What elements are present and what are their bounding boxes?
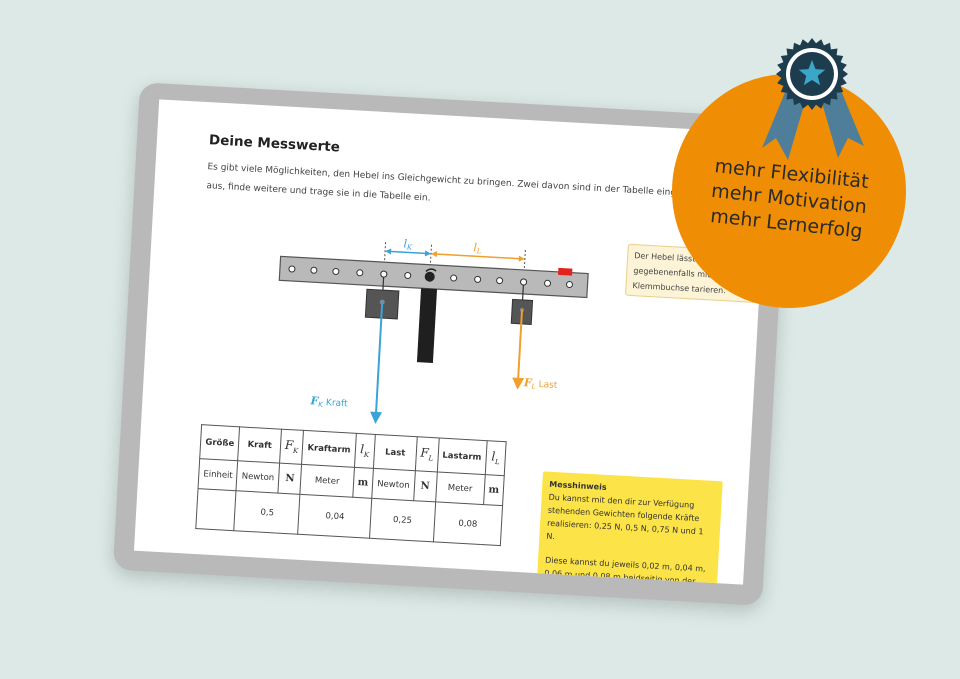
col-lk-symbol: lK: [353, 433, 376, 469]
col-fl-symbol: FL: [414, 436, 439, 472]
svg-text:lL: lL: [473, 241, 482, 255]
value-kraft-cell[interactable]: 0,5: [234, 490, 301, 535]
beam-hole: [288, 265, 296, 273]
beam-hole: [450, 274, 458, 282]
col-last: Last: [373, 434, 417, 471]
col-ll-symbol: lL: [484, 440, 507, 476]
beam-hole: [474, 275, 482, 283]
ll-dimension: lL: [431, 241, 526, 271]
row-header-label: Größe: [199, 424, 240, 461]
worksheet-screen: Deine Messwerte Es gibt viele Möglichkei…: [133, 99, 769, 585]
measurement-hint-note: Messhinweis Du kannst mit den dir zur Ve…: [536, 471, 723, 585]
unit-kraft: Newton: [236, 460, 280, 494]
beam-hole: [332, 267, 340, 275]
beam-hole: [496, 277, 504, 285]
col-kraftarm: Kraftarm: [302, 430, 356, 468]
intro-text: Es gibt viele Möglichkeiten, den Hebel i…: [206, 158, 747, 226]
beam-hole: [310, 266, 318, 274]
value-kraftarm-cell[interactable]: 0,04: [298, 494, 372, 539]
ll-sub: L: [476, 247, 482, 255]
tare-marker: [558, 267, 573, 276]
lk-label: l: [403, 237, 408, 250]
col-lastarm: Lastarm: [436, 437, 487, 475]
beam-hole: [544, 279, 552, 287]
last-arrow: [512, 309, 525, 390]
note-paragraph-1: Du kannst mit den dir zur Verfügung steh…: [546, 492, 704, 542]
unit-ll: m: [483, 474, 505, 506]
lk-sub: K: [406, 243, 413, 251]
page-title: Deine Messwerte: [208, 132, 341, 156]
value-lastarm-cell[interactable]: 0,08: [433, 501, 503, 546]
value-last-cell[interactable]: 0,25: [369, 498, 436, 542]
tablet-device: Deine Messwerte Es gibt viele Möglichkei…: [112, 82, 790, 606]
measurement-table: Größe Kraft FK Kraftarm lK Last FL Lasta…: [195, 424, 507, 546]
star-ribbon-icon: [762, 38, 864, 160]
unit-kraftarm: Meter: [300, 464, 354, 498]
kraft-arrow: [370, 302, 384, 424]
col-kraft: Kraft: [238, 426, 282, 464]
beam-hole: [566, 281, 574, 289]
col-fk-symbol: FK: [279, 429, 304, 465]
ll-label: l: [473, 241, 478, 254]
svg-text:lK: lK: [403, 237, 413, 252]
lk-dimension: lK: [383, 237, 433, 265]
pivot: [416, 268, 438, 364]
row-unit-label: Einheit: [198, 458, 239, 491]
unit-last: Newton: [371, 468, 415, 501]
unit-fl: N: [413, 470, 437, 502]
beam-hole: [356, 269, 364, 277]
unit-lk: m: [352, 467, 374, 499]
row-index-cell: [195, 488, 237, 531]
note-paragraph-2: Diese kannst du jeweils 0,02 m, 0,04 m, …: [544, 555, 706, 585]
unit-fk: N: [277, 463, 303, 495]
beam-hole: [404, 271, 412, 279]
unit-lastarm: Meter: [435, 471, 485, 505]
